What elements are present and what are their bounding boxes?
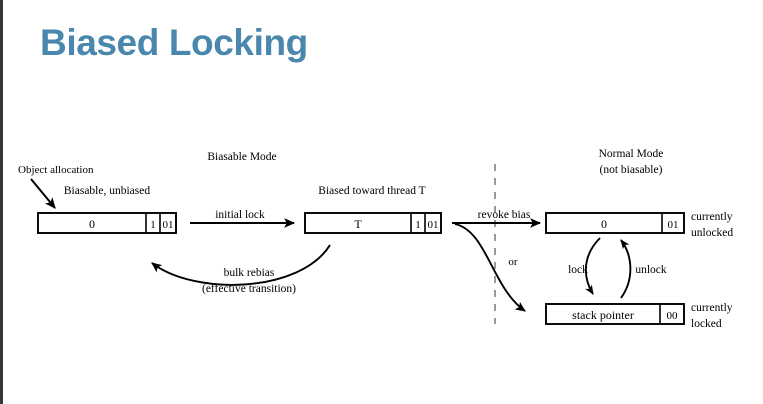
section-label-normal-mode-line1: Normal Mode — [599, 148, 664, 160]
annotation-or: or — [508, 256, 518, 268]
transition-arrow-unlock — [620, 239, 632, 299]
window-left-edge — [0, 0, 3, 404]
transition-label-bulk-rebias-line2: (effective transition) — [202, 283, 296, 295]
state-box-biased-toward-thread: T 1 01 — [304, 212, 442, 234]
transition-arrow-revoke-bias-to-locked — [454, 223, 526, 312]
state-cell-normal-locked-1: 00 — [667, 310, 679, 322]
transition-label-bulk-rebias-line1: bulk rebias — [224, 267, 275, 279]
state-note-normal-locked-line2: locked — [691, 318, 722, 330]
state-box-biasable-unbiased: 0 1 01 — [37, 212, 177, 234]
state-note-normal-unlocked-line1: currently — [691, 211, 733, 223]
state-box-normal-locked: stack pointer 00 — [545, 303, 685, 325]
state-note-normal-unlocked-line2: unlocked — [691, 227, 733, 239]
state-caption-biased-toward-thread: Biased toward thread T — [318, 185, 425, 197]
state-cell-biasable-unbiased-2: 01 — [163, 219, 174, 231]
page-title: Biased Locking — [40, 22, 308, 63]
transition-label-lock: lock — [568, 264, 588, 276]
state-cell-biased-toward-thread-1: 1 — [415, 219, 421, 231]
transition-label-revoke-bias: revoke bias — [478, 209, 531, 221]
transition-label-initial-lock: initial lock — [215, 209, 265, 221]
object-allocation-arrow — [30, 178, 56, 209]
state-cell-biased-toward-thread-0: T — [354, 217, 362, 231]
transition-arrow-bulk-rebias — [151, 244, 331, 286]
state-cell-biasable-unbiased-0: 0 — [89, 217, 95, 231]
annotation-object-allocation: Object allocation — [18, 164, 94, 176]
state-caption-biasable-unbiased: Biasable, unbiased — [64, 185, 150, 197]
state-cell-normal-unlocked-1: 01 — [668, 219, 679, 231]
transition-arrow-lock — [584, 237, 601, 295]
transition-label-unlock: unlock — [635, 264, 667, 276]
state-cell-normal-locked-0: stack pointer — [572, 308, 634, 322]
biased-locking-diagram: Biasable Mode Normal Mode (not biasable)… — [18, 148, 733, 330]
section-label-normal-mode-line2: (not biasable) — [600, 164, 663, 176]
state-cell-normal-unlocked-0: 0 — [601, 217, 607, 231]
state-box-normal-unlocked: 0 01 — [545, 212, 685, 234]
section-label-biasable-mode: Biasable Mode — [207, 151, 276, 163]
state-cell-biasable-unbiased-1: 1 — [150, 219, 156, 231]
state-cell-biased-toward-thread-2: 01 — [428, 219, 439, 231]
state-note-normal-locked-line1: currently — [691, 302, 733, 314]
